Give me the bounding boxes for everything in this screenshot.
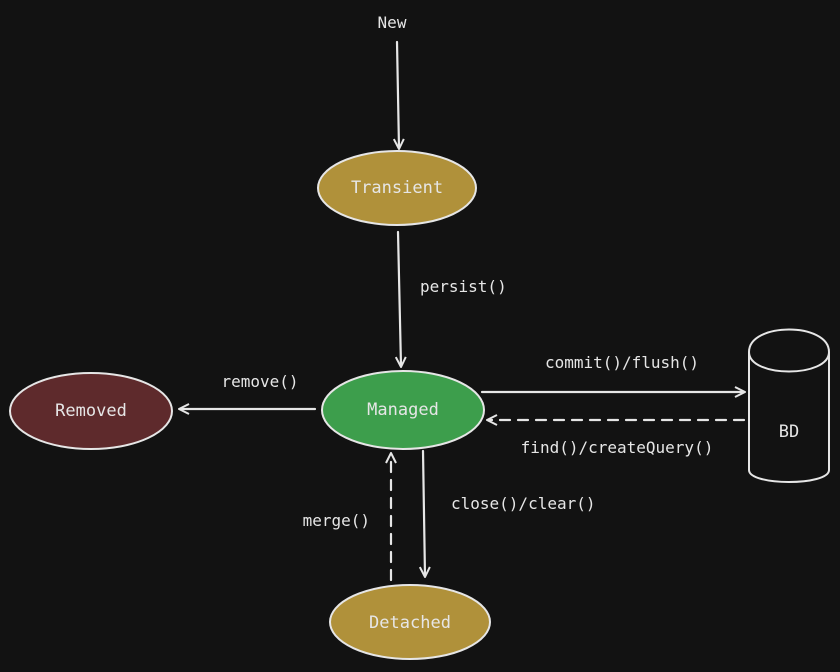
node-removed[interactable]: Removed bbox=[9, 372, 173, 450]
edge-find-label: find()/createQuery() bbox=[521, 438, 714, 457]
edge-close-label: close()/clear() bbox=[451, 494, 596, 513]
node-detached[interactable]: Detached bbox=[329, 584, 491, 660]
node-transient-shape bbox=[317, 150, 477, 226]
edge-persist-label: persist() bbox=[420, 277, 507, 296]
node-detached-shape bbox=[329, 584, 491, 660]
node-managed[interactable]: Managed bbox=[321, 370, 485, 450]
node-database[interactable]: BD bbox=[748, 328, 830, 483]
node-detached-label: Detached bbox=[369, 613, 451, 633]
database-cylinder-rim bbox=[748, 351, 830, 373]
edge-commit-label: commit()/flush() bbox=[545, 353, 699, 372]
edge-new-to-transient bbox=[392, 40, 405, 150]
node-database-label: BD bbox=[779, 422, 799, 442]
node-removed-shape bbox=[9, 372, 173, 450]
node-managed-label: Managed bbox=[367, 400, 439, 420]
edge-persist bbox=[394, 230, 407, 368]
edge-close bbox=[418, 449, 431, 578]
node-managed-shape bbox=[321, 370, 485, 450]
node-transient-label: Transient bbox=[351, 178, 443, 198]
edge-merge-label: merge() bbox=[303, 511, 370, 530]
node-removed-label: Removed bbox=[55, 401, 127, 421]
node-transient[interactable]: Transient bbox=[317, 150, 477, 226]
edge-remove-label: remove() bbox=[221, 372, 298, 391]
start-label: New bbox=[378, 13, 407, 32]
database-cylinder-body bbox=[748, 328, 830, 483]
